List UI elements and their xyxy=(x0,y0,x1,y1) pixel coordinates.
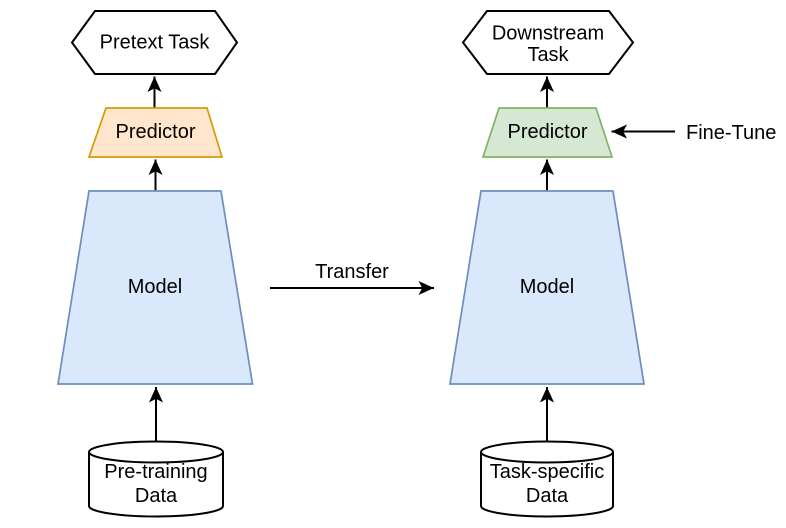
downstream-task-label-line1: Downstream xyxy=(492,23,604,45)
pretraining-pipeline: Pretext Task Predictor Model Pre-trainin… xyxy=(57,10,254,518)
predictor-node-left xyxy=(87,107,224,158)
predictor-label-right: Predictor xyxy=(507,121,587,143)
downstream-task-node xyxy=(461,10,635,75)
model-node-right xyxy=(449,190,645,385)
pretraining-data-label-line1: Pre-training xyxy=(104,461,207,483)
downstream-pipeline: Downstream Task Predictor Fine-Tune Mode… xyxy=(449,10,776,518)
taskspecific-data-cylinder-rim xyxy=(480,451,614,464)
downstream-task-label-line2: Task xyxy=(527,44,569,66)
pretext-task-node xyxy=(70,10,239,75)
predictor-node-right xyxy=(481,107,614,158)
pretraining-data-cylinder-rim xyxy=(88,451,224,464)
transfer-edge-group: Transfer xyxy=(270,261,434,295)
pretraining-data-label-line2: Data xyxy=(135,485,178,507)
predictor-label-left: Predictor xyxy=(115,121,195,143)
fine-tune-label: Fine-Tune xyxy=(686,122,776,144)
transfer-label: Transfer xyxy=(315,261,389,283)
pretext-task-label: Pretext Task xyxy=(100,32,211,54)
model-label-left: Model xyxy=(128,276,182,298)
model-label-right: Model xyxy=(520,276,574,298)
taskspecific-data-label-line1: Task-specific xyxy=(490,461,604,483)
taskspecific-data-label-line2: Data xyxy=(526,485,569,507)
model-node-left xyxy=(57,190,254,385)
